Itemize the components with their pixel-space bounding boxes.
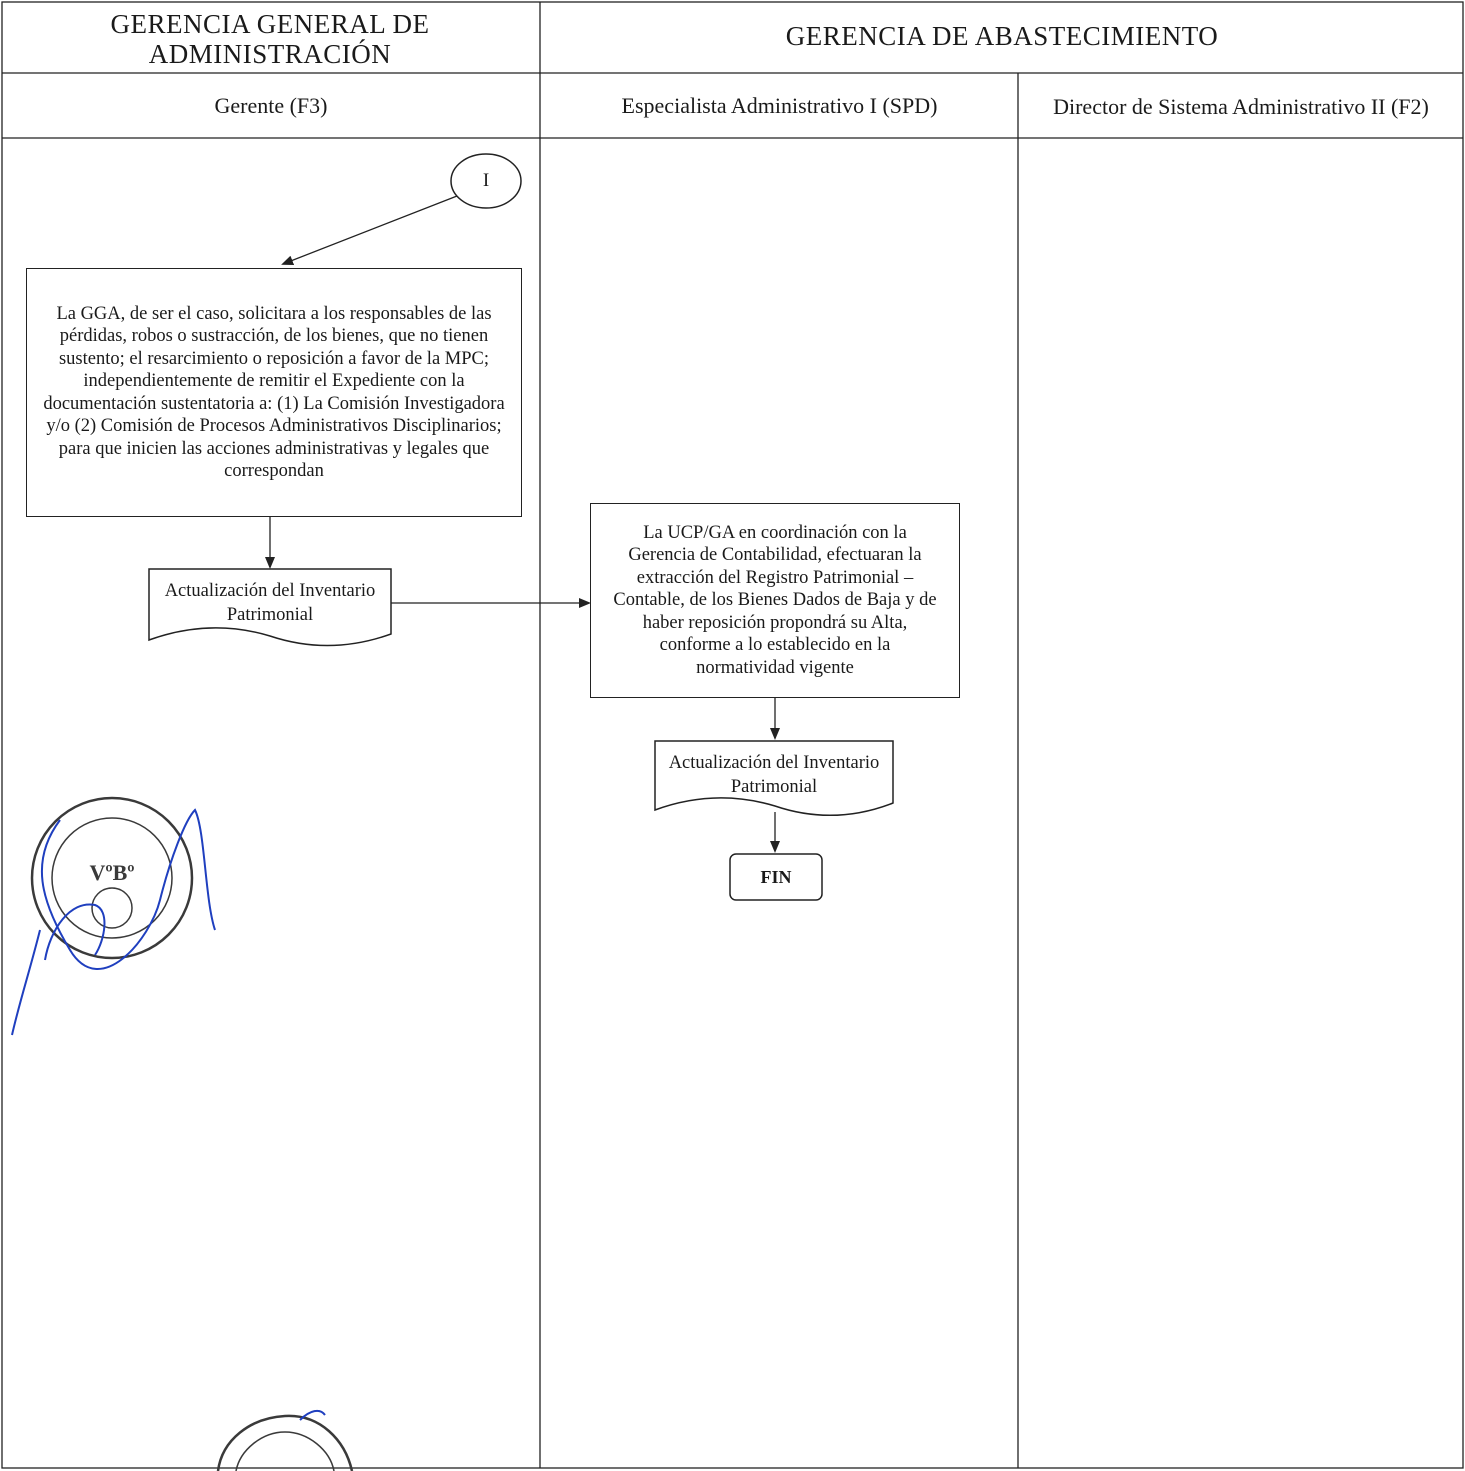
- arrow-connector-to-process-1: [281, 195, 458, 266]
- document-shape-1: [148, 568, 392, 647]
- process-box-2: La UCP/GA en coordinación con la Gerenci…: [590, 503, 960, 698]
- role-especialista: Especialista Administrativo I (SPD): [621, 93, 938, 118]
- document-1-label: Actualización del Inventario Patrimonial: [164, 581, 376, 625]
- handwritten-signature: [11, 808, 216, 1036]
- role-gerente: Gerente (F3): [214, 93, 328, 118]
- header-right-title: GERENCIA DE ABASTECIMIENTO: [785, 21, 1219, 51]
- start-connector: [450, 153, 522, 209]
- role-director: Director de Sistema Administrativo II (F…: [1053, 93, 1429, 119]
- document-2-label: Actualización del Inventario Patrimonial: [668, 753, 880, 797]
- seal-1-mark: VºBº: [89, 860, 134, 885]
- connector-label: I: [482, 170, 490, 191]
- end-terminator: [729, 853, 823, 901]
- official-seal-2: [216, 1409, 354, 1471]
- document-shape-2: [654, 740, 894, 816]
- official-seal-1: VºBº: [30, 796, 194, 960]
- end-label: FIN: [760, 866, 792, 887]
- header-left-title: GERENCIA GENERAL DE ADMINISTRACIÓN: [110, 9, 430, 69]
- process-box-1: La GGA, de ser el caso, solicitara a los…: [26, 268, 522, 517]
